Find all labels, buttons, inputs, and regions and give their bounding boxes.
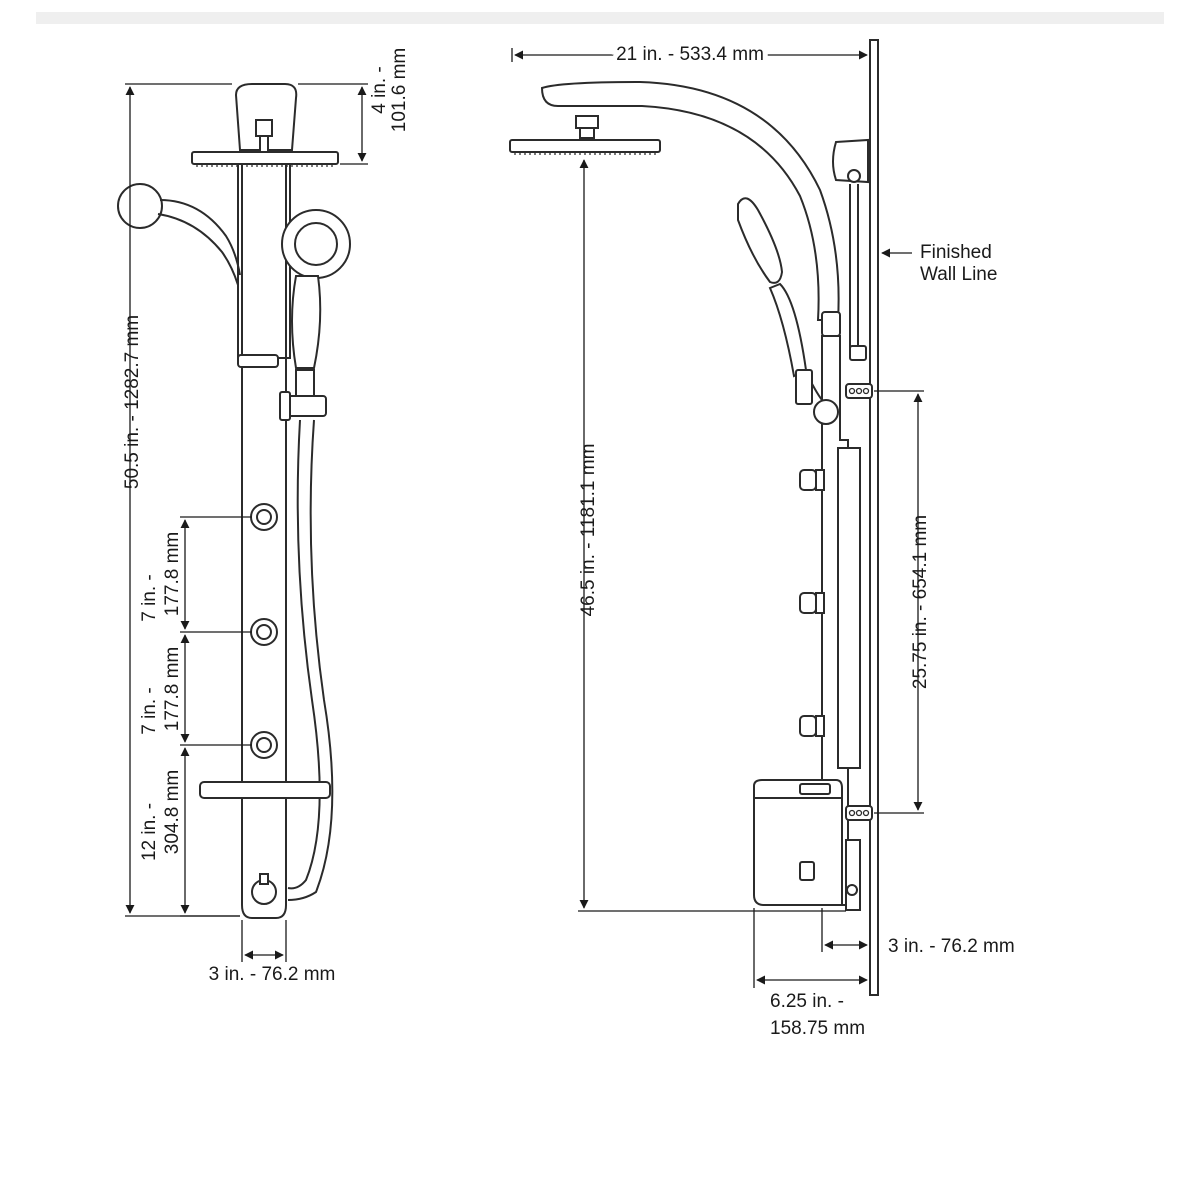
side-body-jet-1 (799, 469, 825, 491)
front-dim-jets (180, 516, 252, 917)
front-rain-head (191, 151, 339, 165)
front-bottom-height-line2: 304.8 mm (162, 770, 183, 854)
top-border-bar (36, 12, 1164, 24)
side-wall-nozzle-top (845, 383, 873, 399)
side-height-label: 46.5 in. - 1181.1 mm (578, 444, 599, 617)
side-panel-depth-label: 3 in. - 76.2 mm (888, 936, 1015, 957)
wall-label-line1: Finished (920, 242, 992, 263)
side-handheld-handle (768, 282, 808, 378)
side-base-block (753, 797, 843, 906)
front-head-mount (255, 119, 273, 137)
side-body-jet-2 (799, 592, 825, 614)
side-head-connector (575, 115, 599, 129)
side-jet-range-label: 25.75 in. - 654.1 mm (910, 515, 931, 689)
side-rain-head (509, 139, 661, 153)
side-dim-total-depth (753, 908, 868, 988)
side-dim-arm (511, 48, 868, 62)
side-supply-pipe (849, 184, 859, 351)
front-panel-column (241, 165, 287, 919)
front-jet-spacing-2-line2: 177.8 mm (162, 647, 183, 731)
front-head-height-line1: 4 in. - (369, 66, 390, 114)
side-wall-nozzle-bottom (845, 805, 873, 821)
front-body-jet-2 (250, 618, 278, 646)
side-handheld-head (737, 197, 784, 284)
side-dim-height (578, 159, 846, 912)
front-head-height-line2: 101.6 mm (389, 48, 410, 132)
side-dim-jet-range (874, 390, 924, 814)
finished-wall (869, 39, 879, 996)
front-jet-spacing-1-line1: 7 in. - (139, 574, 160, 622)
front-column-top (234, 83, 298, 151)
front-hose (287, 419, 321, 890)
front-jet-spacing-1-line2: 177.8 mm (162, 532, 183, 616)
side-slider (821, 311, 841, 337)
side-arm-reach-label: 21 in. - 533.4 mm (616, 44, 764, 65)
front-control-knob (251, 873, 277, 905)
side-slider-knob (813, 399, 839, 425)
side-total-depth-line1: 6.25 in. - (770, 991, 844, 1012)
side-body-jet-3 (799, 715, 825, 737)
front-view: 50.5 in. - 1282.7 mm 4 in. - 101.6 mm 7 … (117, 48, 410, 985)
front-width-label: 3 in. - 76.2 mm (209, 964, 336, 985)
front-jet-spacing-2-line1: 7 in. - (139, 687, 160, 735)
front-body-jet-1 (250, 503, 278, 531)
side-control-knob (799, 861, 815, 881)
side-total-depth-line2: 158.75 mm (770, 1018, 865, 1039)
front-shelf (199, 781, 331, 799)
side-dim-panel-depth (821, 908, 868, 952)
front-body-jet-3 (250, 731, 278, 759)
front-bottom-height-line1: 12 in. - (139, 803, 160, 861)
front-collar (237, 354, 279, 368)
front-dim-width (241, 920, 287, 962)
front-handheld-handle (291, 275, 322, 369)
side-lower-plate (845, 839, 861, 911)
front-knob (117, 183, 163, 229)
front-overall-height-label: 50.5 in. - 1282.7 mm (122, 315, 143, 489)
side-inner-panel (837, 447, 861, 769)
front-dim-head (298, 83, 368, 165)
wall-label-line2: Wall Line (920, 264, 997, 285)
side-view: 21 in. - 533.4 mm 46.5 in. - 1181.1 mm 2… (509, 39, 1015, 1039)
